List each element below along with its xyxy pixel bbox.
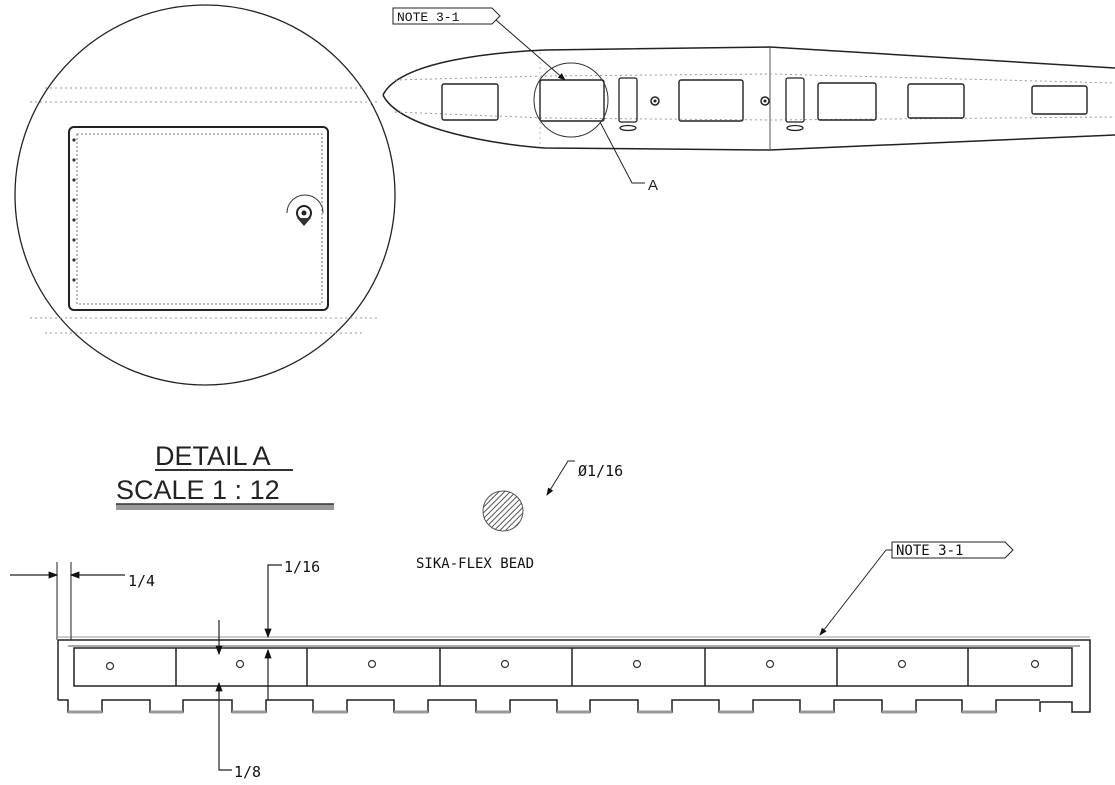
top-note-label: NOTE 3-1	[397, 10, 460, 25]
top-view	[382, 46, 1115, 184]
bead-diameter-dim: Ø1/16	[578, 462, 623, 480]
rail-cells	[175, 648, 969, 686]
sikaflex-bead: Ø1/16 SIKA-FLEX BEAD	[416, 460, 623, 572]
rail-screws	[105, 659, 1040, 671]
dim-left-gap-label: 1/4	[128, 572, 155, 590]
hinge-dots	[72, 138, 76, 282]
detail-callout-letter: A	[648, 177, 658, 194]
round-fasteners	[650, 96, 770, 106]
dim-top-gap: 1/16	[264, 558, 320, 700]
dim-bottom-gap: 1/8	[215, 620, 261, 781]
section-note-tag: NOTE 3-1	[819, 541, 1014, 636]
latch-icon	[296, 205, 312, 226]
detail-scale: SCALE 1 : 12	[116, 475, 280, 505]
dim-bottom-gap-label: 1/8	[234, 763, 261, 781]
dim-left-gap: 1/4	[10, 562, 155, 640]
bead-label: SIKA-FLEX BEAD	[416, 556, 534, 572]
dim-top-gap-label: 1/16	[284, 558, 320, 576]
detail-circle-view	[14, 4, 396, 386]
section-note-label: NOTE 3-1	[896, 543, 963, 559]
detail-title: DETAIL A	[155, 441, 271, 471]
detail-a-callout-circle	[533, 62, 609, 138]
access-panels	[441, 79, 1088, 122]
vent-slots	[618, 77, 805, 132]
detail-title-block: DETAIL A SCALE 1 : 12	[116, 441, 334, 510]
top-note-tag: NOTE 3-1	[392, 7, 566, 81]
section-view	[57, 636, 1091, 714]
